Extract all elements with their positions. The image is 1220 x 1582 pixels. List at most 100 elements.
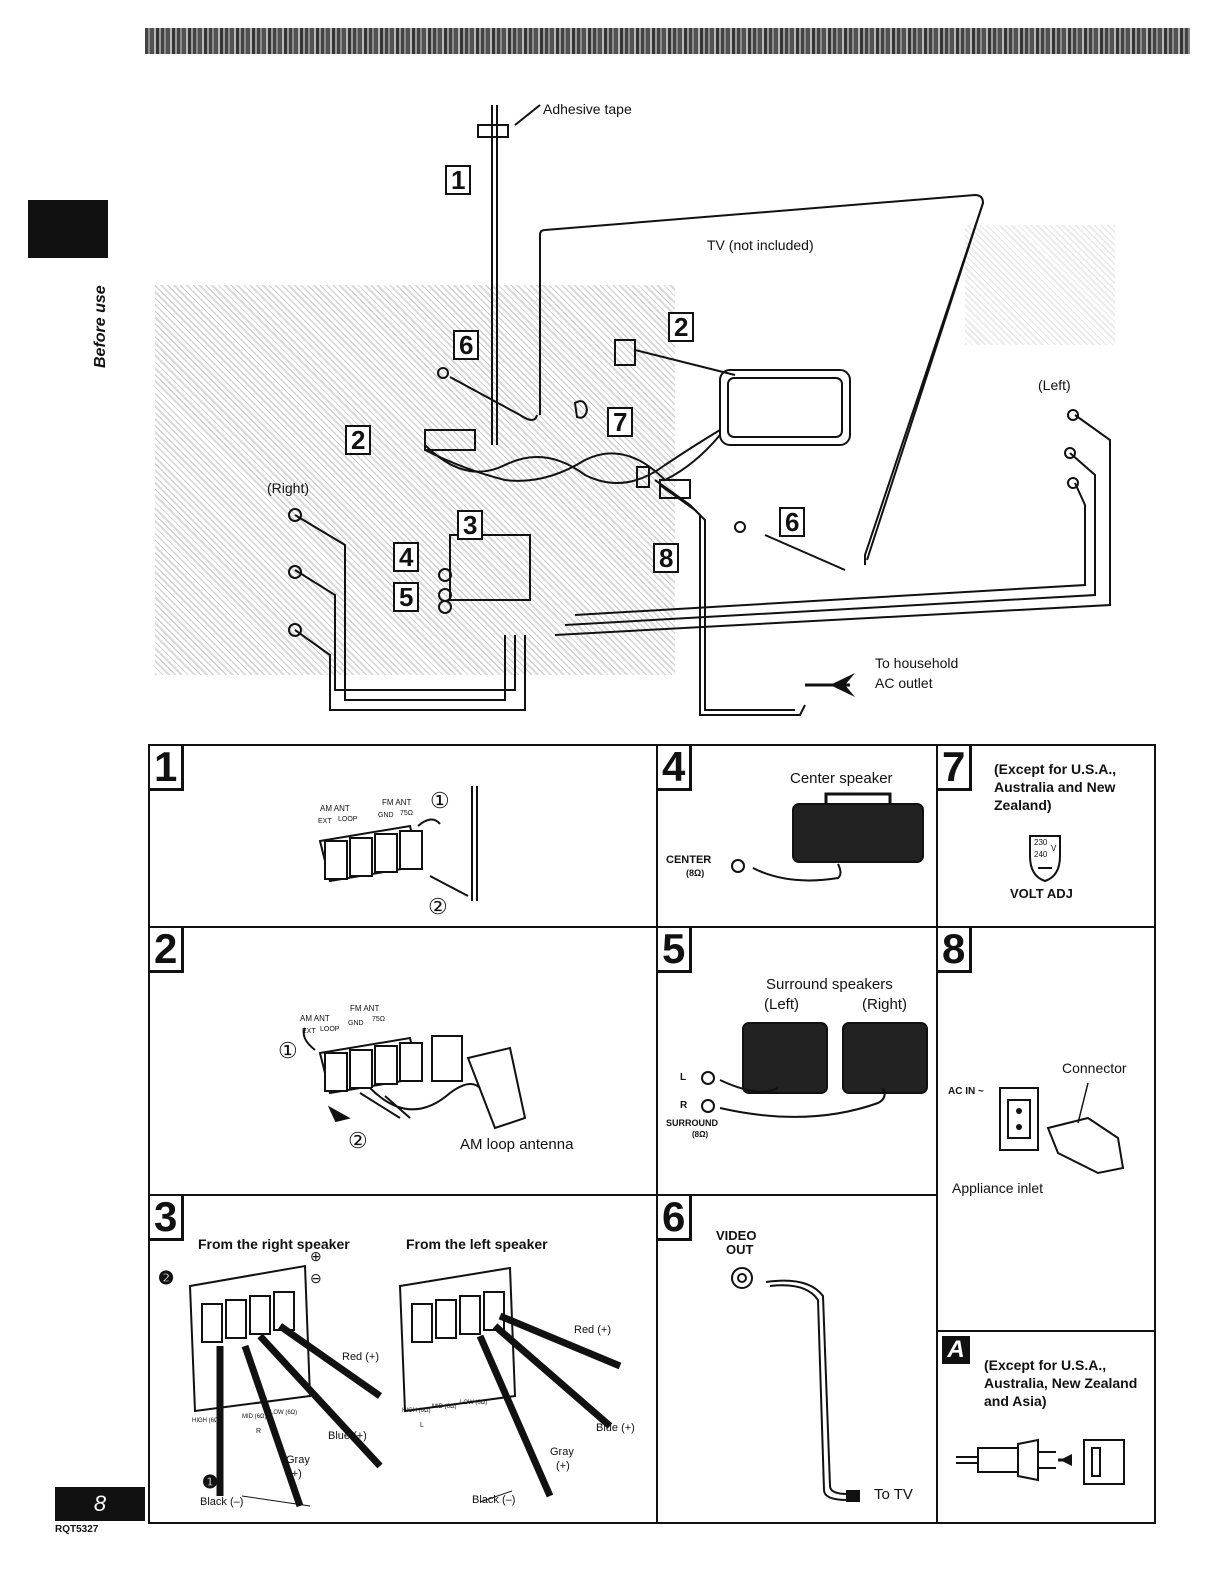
section-label: Before use bbox=[92, 285, 109, 368]
step-5-panel: 5 Surround speakers (Left) (Right) L R S… bbox=[656, 926, 938, 1196]
left-speaker-title: From the left speaker bbox=[406, 1236, 548, 1252]
to-tv-label: To TV bbox=[874, 1486, 913, 1503]
gray-wire-left: Gray bbox=[550, 1446, 574, 1458]
surround-left-label: (Left) bbox=[764, 996, 800, 1013]
l-low: LOW (6Ω) bbox=[460, 1400, 488, 1406]
ac-in-label: AC IN ~ bbox=[948, 1086, 984, 1097]
surround-jack-label: SURROUND bbox=[666, 1118, 719, 1128]
black-wire-right: Black (–) bbox=[200, 1496, 244, 1508]
step-6-panel: 6 VIDEO OUT To TV bbox=[656, 1194, 938, 1524]
gray-plus-right: (+) bbox=[288, 1468, 302, 1480]
ac-outlet-label: AC outlet bbox=[875, 675, 933, 691]
step-circle-2: ② bbox=[348, 1128, 368, 1153]
callout-2: 2 bbox=[345, 425, 372, 455]
adhesive-tape-label: Adhesive tape bbox=[543, 101, 632, 117]
left-label: (Left) bbox=[1038, 377, 1071, 393]
surround-l-jack: L bbox=[680, 1072, 687, 1083]
right-speaker-title: From the right speaker bbox=[198, 1236, 350, 1252]
am-ant-label: AM ANT bbox=[300, 1014, 330, 1023]
blue-wire-left: Blue (+) bbox=[596, 1422, 635, 1434]
ac-inlet-illustration bbox=[999, 1082, 1125, 1175]
l-high: HIGH (6Ω) bbox=[402, 1408, 431, 1414]
step-3-panel: 3 From the right speaker From the left s… bbox=[148, 1194, 658, 1524]
fm-antenna-illustration bbox=[318, 786, 478, 901]
callout-4: 4 bbox=[393, 542, 420, 572]
am-antenna-illustration bbox=[302, 1027, 527, 1130]
volt-adj-label: VOLT ADJ bbox=[1010, 886, 1073, 901]
ohm-label: 75Ω bbox=[400, 810, 414, 817]
blue-wire-right: Blue (+) bbox=[328, 1430, 367, 1442]
r-low: LOW (6Ω) bbox=[270, 1410, 298, 1416]
appliance-inlet-label: Appliance inlet bbox=[952, 1180, 1044, 1196]
step-number: 8 bbox=[938, 928, 973, 973]
step-4-panel: 4 Center speaker CENTER (8Ω) bbox=[656, 744, 938, 928]
gnd-label: GND bbox=[348, 1020, 364, 1027]
step-number: 4 bbox=[658, 746, 693, 791]
note-a-marker: A bbox=[942, 1336, 970, 1364]
am-loop-caption: AM loop antenna bbox=[460, 1136, 574, 1153]
gnd-label: GND bbox=[378, 812, 394, 819]
plug-adapter-illustration bbox=[956, 1438, 1125, 1485]
step-number: 6 bbox=[658, 1196, 693, 1241]
overview-diagram: 1 2 2 3 4 5 6 6 7 8 Adhesive tape TV (no… bbox=[145, 85, 1195, 725]
center-speaker-illustration bbox=[731, 792, 924, 882]
l-group: L bbox=[420, 1422, 424, 1429]
region-note-a: (Except for U.S.A., Australia, New Zeala… bbox=[984, 1357, 1138, 1409]
gray-plus-left: (+) bbox=[556, 1460, 570, 1472]
callout-5: 5 bbox=[393, 582, 420, 612]
left-speaker-area bbox=[965, 225, 1115, 345]
step-2-panel: 2 AM ANT FM ANT EXT LOOP GND 75Ω ① ② AM … bbox=[148, 926, 658, 1196]
household-label: To household bbox=[875, 655, 959, 671]
step-circle-1: ① bbox=[430, 788, 450, 813]
center-jack-label: CENTER bbox=[666, 854, 712, 866]
gray-wire-right: Gray bbox=[286, 1454, 310, 1466]
volt-240: 240 bbox=[1034, 850, 1048, 859]
callout-6: 6 bbox=[453, 330, 480, 360]
red-wire-left: Red (+) bbox=[574, 1324, 611, 1336]
callout-3: 3 bbox=[457, 510, 484, 540]
wiring-illustration bbox=[288, 104, 1111, 716]
note-a-panel: A (Except for U.S.A., Australia, New Zea… bbox=[936, 1330, 1156, 1524]
l-mid: MID (6Ω) bbox=[432, 1404, 457, 1410]
speaker-terminal-illustration bbox=[188, 1264, 622, 1508]
step-circle-1: ① bbox=[278, 1038, 298, 1063]
fm-ant-label: FM ANT bbox=[382, 798, 412, 807]
region-note: (Except for U.S.A., Australia and New Ze… bbox=[994, 761, 1117, 813]
plus-symbol: ⊕ bbox=[310, 1248, 322, 1264]
callout-1: 1 bbox=[445, 165, 472, 195]
r-high: HIGH (6Ω) bbox=[192, 1418, 221, 1424]
step-marker-2: ❷ bbox=[158, 1268, 175, 1288]
callout-7: 7 bbox=[607, 407, 634, 437]
surround-right-label: (Right) bbox=[862, 996, 908, 1013]
right-label: (Right) bbox=[267, 480, 310, 496]
tv-label: TV (not included) bbox=[707, 237, 814, 253]
minus-symbol: ⊖ bbox=[310, 1270, 322, 1286]
loop-label: LOOP bbox=[338, 816, 358, 823]
out-label: OUT bbox=[726, 1242, 754, 1257]
loop-label: LOOP bbox=[320, 1026, 340, 1033]
fm-ant-label: FM ANT bbox=[350, 1004, 380, 1013]
page-number: 8 bbox=[55, 1487, 145, 1521]
ext-label: EXT bbox=[318, 818, 332, 825]
step-number: 7 bbox=[938, 746, 973, 791]
step-1-panel: 1 AM ANT FM ANT EXT LOOP GND 75Ω ① ② bbox=[148, 744, 658, 928]
step-number: 3 bbox=[150, 1196, 185, 1241]
volt-unit: V bbox=[1051, 844, 1057, 853]
callout-2-tv: 2 bbox=[668, 312, 695, 342]
r-mid: MID (6Ω) bbox=[242, 1414, 267, 1420]
red-wire-right: Red (+) bbox=[342, 1351, 379, 1363]
surround-r-jack: R bbox=[680, 1100, 688, 1111]
model-code: RQT5327 bbox=[55, 1524, 99, 1535]
callout-8: 8 bbox=[653, 543, 680, 573]
step-number: 5 bbox=[658, 928, 693, 973]
step-number: 1 bbox=[150, 746, 185, 791]
volt-230: 230 bbox=[1034, 838, 1048, 847]
center-speaker-title: Center speaker bbox=[790, 770, 893, 787]
step-number: 2 bbox=[150, 928, 185, 973]
black-wire-left: Black (–) bbox=[472, 1494, 516, 1506]
r-group: R bbox=[256, 1428, 262, 1435]
header-band bbox=[145, 28, 1190, 54]
section-tab bbox=[28, 200, 108, 258]
center-ohm-label: (8Ω) bbox=[686, 868, 705, 878]
step-8-panel: 8 Connector AC IN ~ Appliance inlet bbox=[936, 926, 1156, 1332]
